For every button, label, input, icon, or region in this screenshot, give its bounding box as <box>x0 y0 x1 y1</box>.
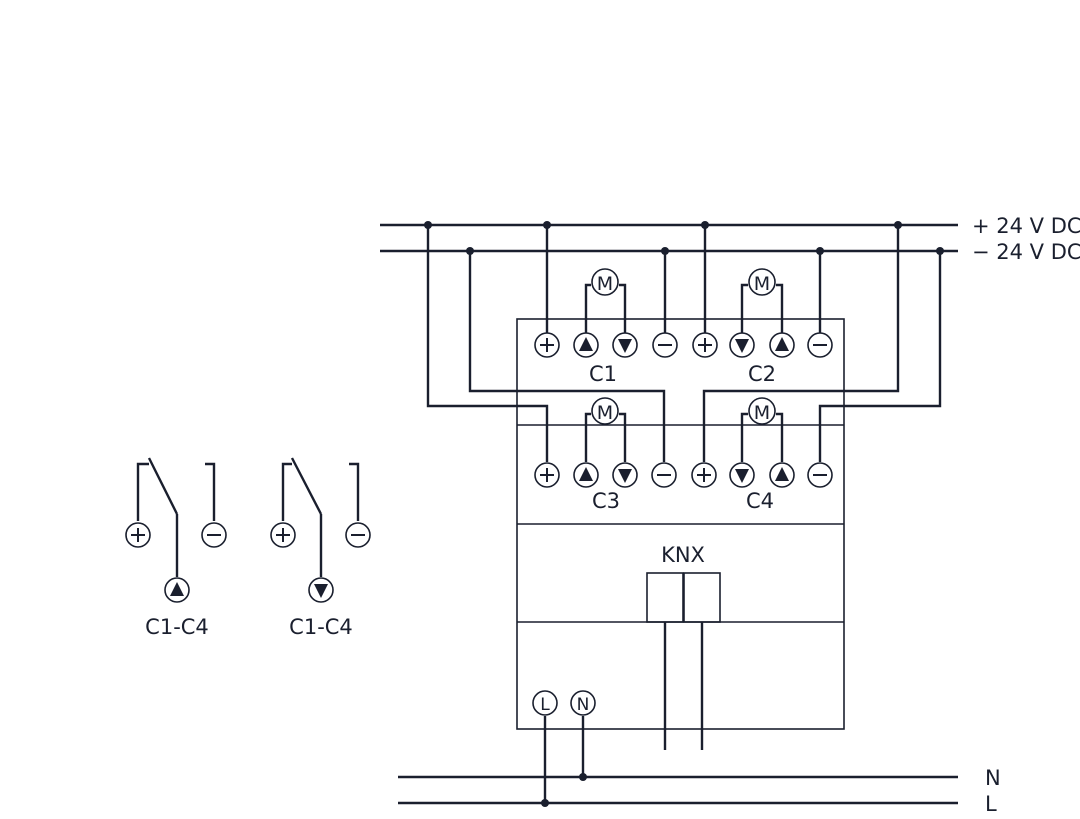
switch-up-contact-right <box>205 462 216 521</box>
terminal-n-label: N <box>577 695 590 715</box>
switch-up-arrow-icon <box>164 577 190 603</box>
switch-up-label: C1-C4 <box>145 615 209 639</box>
switch-down: C1-C4 <box>270 457 371 639</box>
motor-c2-lead-down <box>740 283 748 333</box>
mains-n-label: N <box>985 766 1001 790</box>
knx-label: KNX <box>661 543 705 567</box>
terminal-c3-up-icon <box>573 462 599 488</box>
actuator-housing <box>516 318 845 730</box>
motor-c1-icon <box>591 268 619 296</box>
junction-dot <box>701 221 709 229</box>
terminal-c3-minus-icon <box>651 462 677 488</box>
wire-c3-minus <box>468 251 666 462</box>
mains-rails: N L <box>398 766 1001 816</box>
motor-c3-symbol: M <box>597 402 613 424</box>
junction-dot <box>579 773 587 781</box>
switch-up-lever <box>147 457 179 515</box>
knx-connector: KNX <box>646 543 721 750</box>
channel-c1-label: C1 <box>589 362 617 386</box>
switch-up-plus-icon <box>125 522 151 548</box>
switch-down-contact-left <box>281 462 292 521</box>
motor-c1-lead-down <box>619 283 627 333</box>
terminal-c1-down-icon <box>612 332 638 358</box>
switch-down-contact-right <box>349 462 360 521</box>
terminal-c2-down-icon <box>729 332 755 358</box>
wire-c4-minus <box>818 251 942 462</box>
junction-dot <box>936 247 944 255</box>
channel-c2-label: C2 <box>748 362 776 386</box>
motor-c3-lead-up <box>584 412 591 462</box>
junction-dot <box>661 247 669 255</box>
junction-dot <box>543 221 551 229</box>
terminal-c1-up-icon <box>573 332 599 358</box>
minus-24vdc-label: − 24 V DC <box>972 240 1080 264</box>
terminal-c2-up-icon <box>769 332 795 358</box>
terminal-c2-minus-icon <box>807 332 833 358</box>
switch-down-lever <box>290 457 323 515</box>
dc-supply-rails: + 24 V DC − 24 V DC <box>380 214 1080 264</box>
motor-wiring: M M M M <box>584 268 784 462</box>
motor-c3-icon <box>591 397 619 425</box>
terminal-row-c3-c4: C3 C4 <box>534 462 833 513</box>
terminal-row-c1-c2: C1 C2 <box>534 332 833 386</box>
switch-up-minus-icon <box>201 522 227 548</box>
wire-c3-plus <box>426 225 549 462</box>
motor-c1-symbol: M <box>597 273 613 295</box>
channel-c4-label: C4 <box>746 489 774 513</box>
switch-down-label: C1-C4 <box>289 615 353 639</box>
switch-down-arrow-icon <box>308 577 334 603</box>
junction-dot <box>816 247 824 255</box>
terminal-c3-down-icon <box>612 462 638 488</box>
motor-c2-icon <box>748 268 776 296</box>
terminal-c2-plus-icon <box>692 332 718 358</box>
switch-down-minus-icon <box>345 522 371 548</box>
junction-dot <box>541 799 549 807</box>
motor-c4-symbol: M <box>754 402 770 424</box>
plus-24vdc-label: + 24 V DC <box>972 214 1080 238</box>
motor-c4-icon <box>748 397 776 425</box>
terminal-c3-plus-icon <box>534 462 560 488</box>
junction-dot <box>424 221 432 229</box>
mains-l-label: L <box>985 792 997 816</box>
junction-dot <box>894 221 902 229</box>
supply-wiring <box>424 221 944 462</box>
terminal-n-icon <box>570 690 596 716</box>
motor-c2-symbol: M <box>754 273 770 295</box>
knx-terminal-left <box>646 572 684 623</box>
switch-down-plus-icon <box>270 522 296 548</box>
terminal-c4-minus-icon <box>807 462 833 488</box>
motor-c4-lead-up <box>776 412 784 462</box>
motor-c4-lead-down <box>740 412 748 462</box>
motor-c2-lead-up <box>776 283 784 333</box>
motor-c1-lead-up <box>584 283 591 333</box>
switch-up: C1-C4 <box>125 457 227 639</box>
terminal-c1-plus-icon <box>534 332 560 358</box>
terminal-c1-minus-icon <box>652 332 678 358</box>
channel-c3-label: C3 <box>592 489 620 513</box>
terminal-c4-up-icon <box>769 462 795 488</box>
junction-dot <box>466 247 474 255</box>
power-terminals: L N <box>532 690 596 803</box>
switch-up-contact-left <box>136 462 149 521</box>
terminal-c4-plus-icon <box>691 462 717 488</box>
terminal-l-label: L <box>540 695 550 715</box>
motor-c3-lead-down <box>619 412 627 462</box>
wire-c4-plus <box>702 225 900 462</box>
knx-terminal-right <box>683 572 721 623</box>
terminal-l-icon <box>532 690 558 716</box>
terminal-c4-down-icon <box>729 462 755 488</box>
